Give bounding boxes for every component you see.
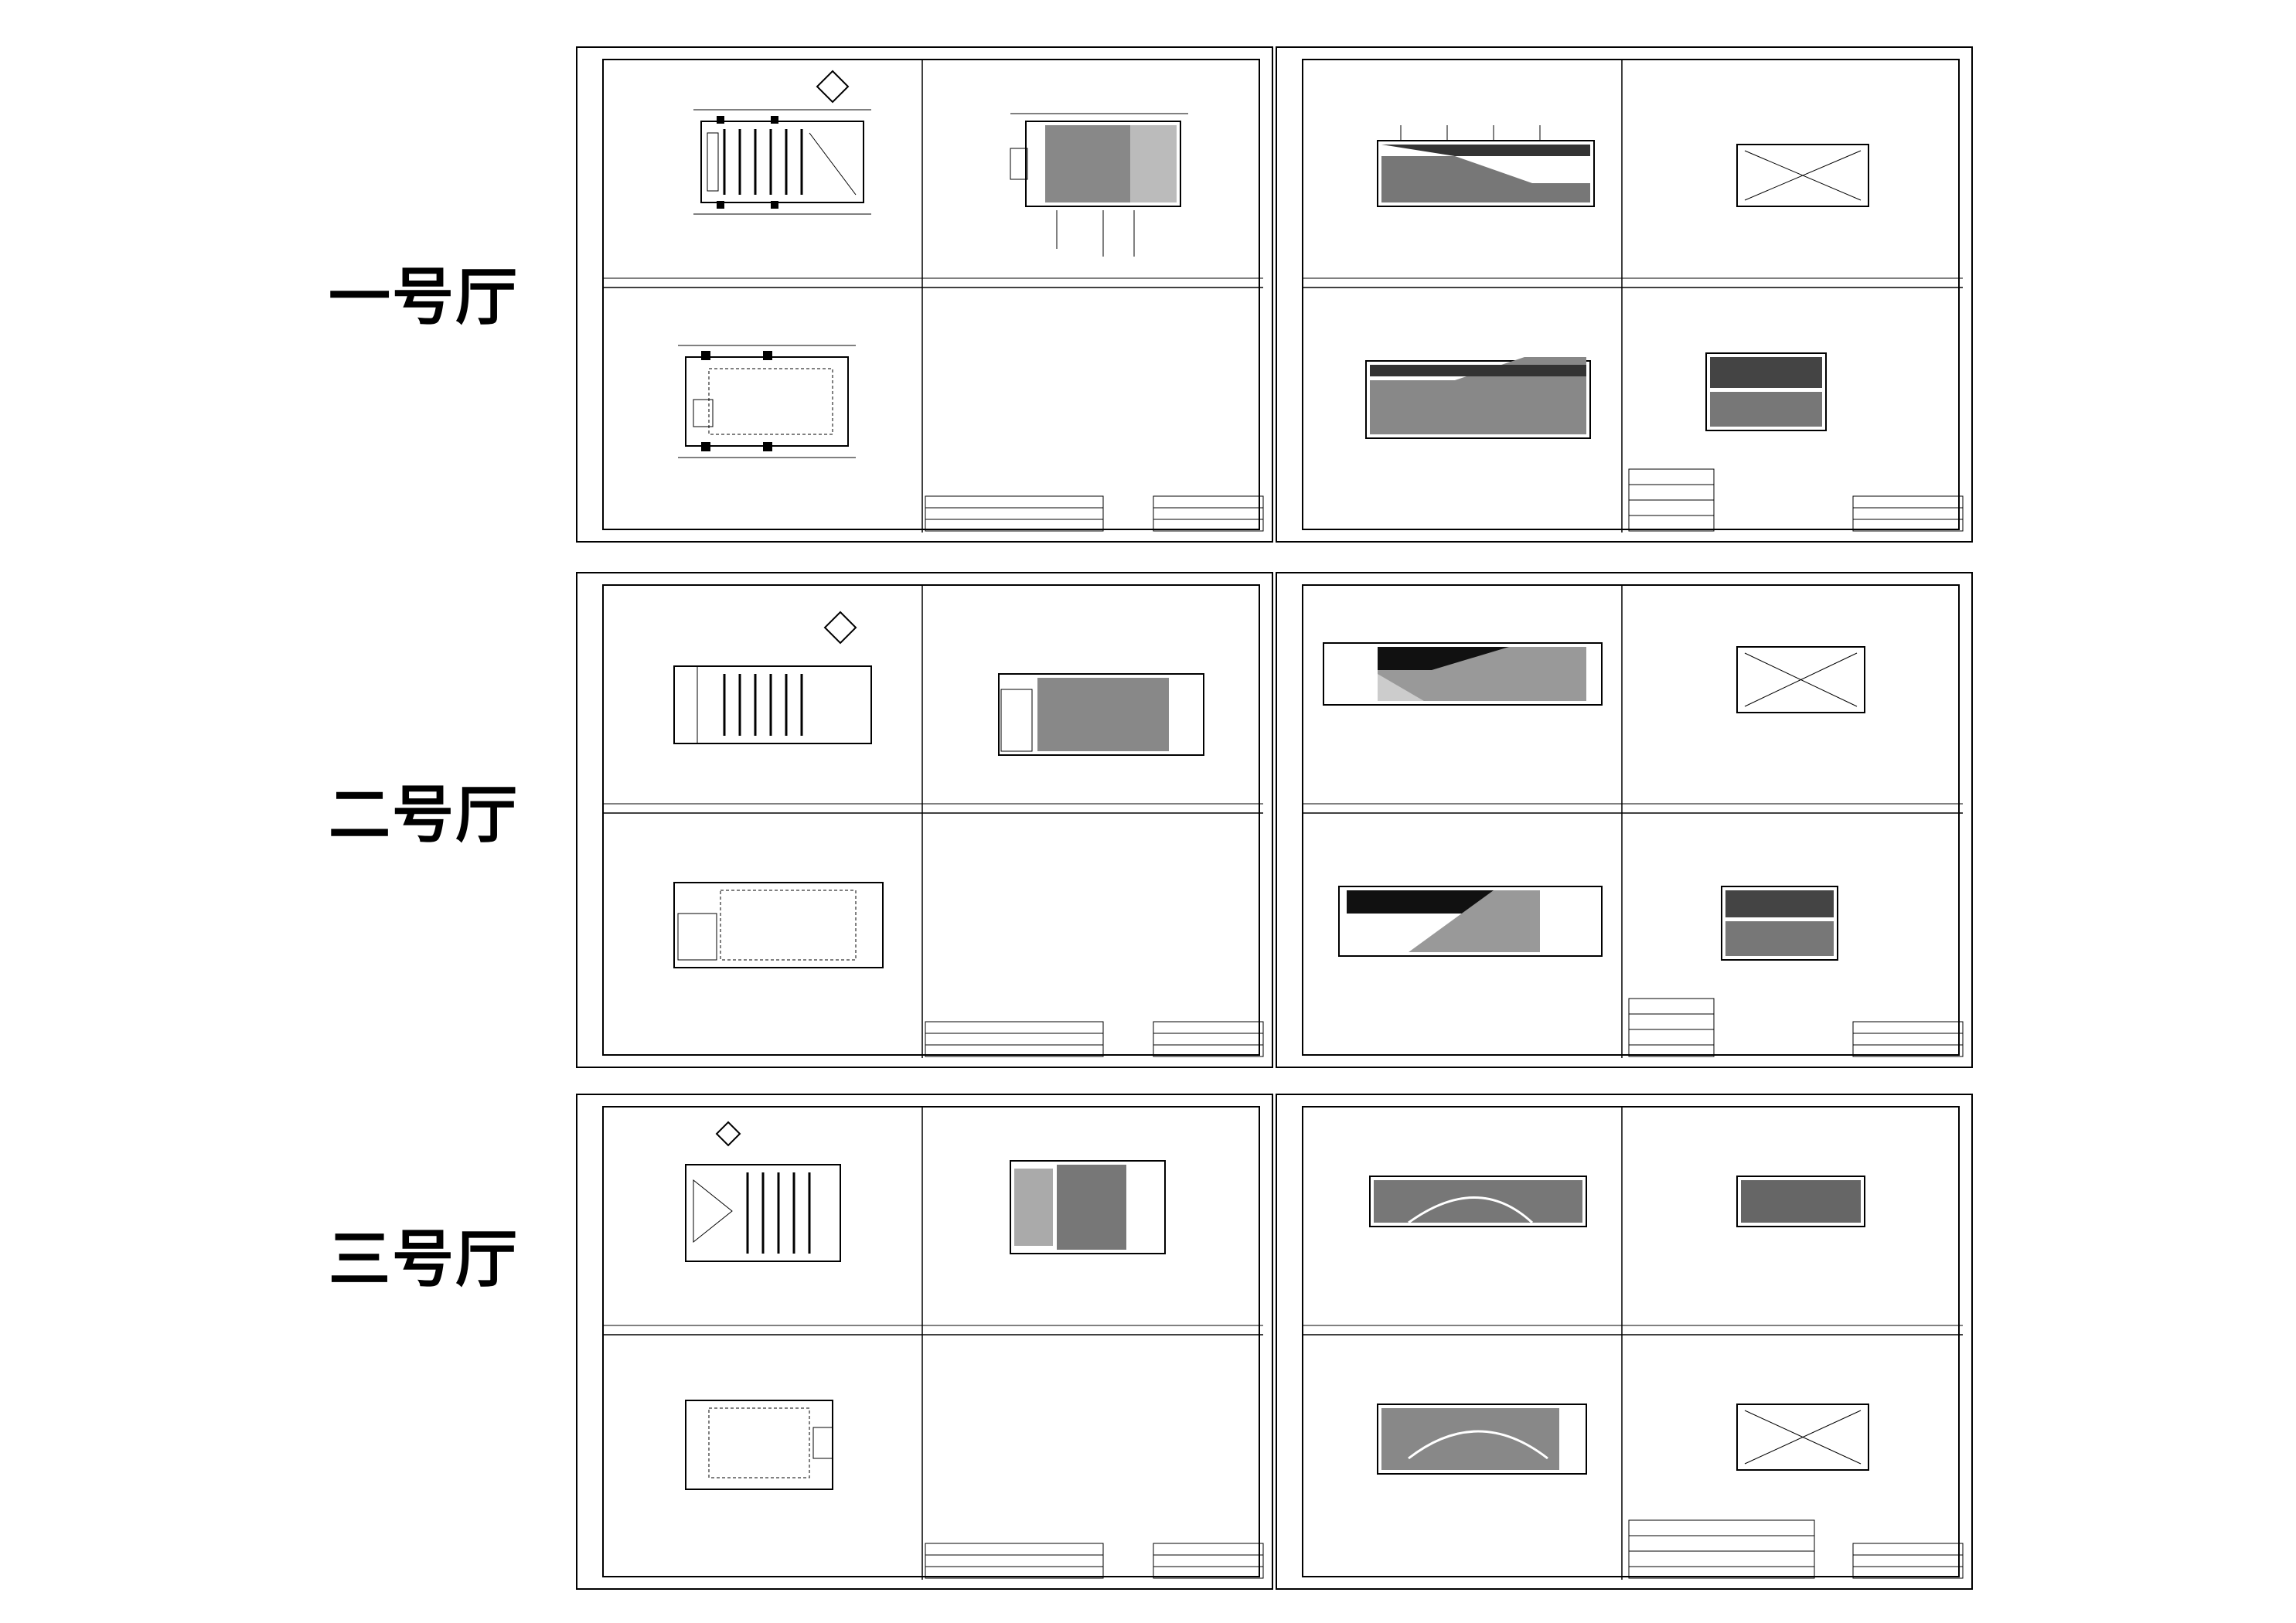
hall-1-floorplan-drawings [602, 60, 1264, 532]
hall-3-label: 三号厅 [329, 1223, 519, 1295]
hall-1-elevation-drawings [1302, 60, 1964, 532]
hall-2-elevation-drawings [1302, 585, 1964, 1058]
hall-2-label: 二号厅 [329, 779, 519, 851]
hall-2-floorplan-drawings [602, 585, 1264, 1058]
hall-3-floorplan-sheet [576, 1094, 1273, 1590]
hall-1-floorplan-sheet [576, 46, 1273, 543]
hall-3-floorplan-drawings [602, 1107, 1264, 1580]
hall-1-label: 一号厅 [329, 261, 519, 333]
hall-2-elevation-sheet [1276, 572, 1973, 1068]
hall-3-elevation-sheet [1276, 1094, 1973, 1590]
hall-2-floorplan-sheet [576, 572, 1273, 1068]
hall-3-elevation-drawings [1302, 1107, 1964, 1580]
hall-1-elevation-sheet [1276, 46, 1973, 543]
